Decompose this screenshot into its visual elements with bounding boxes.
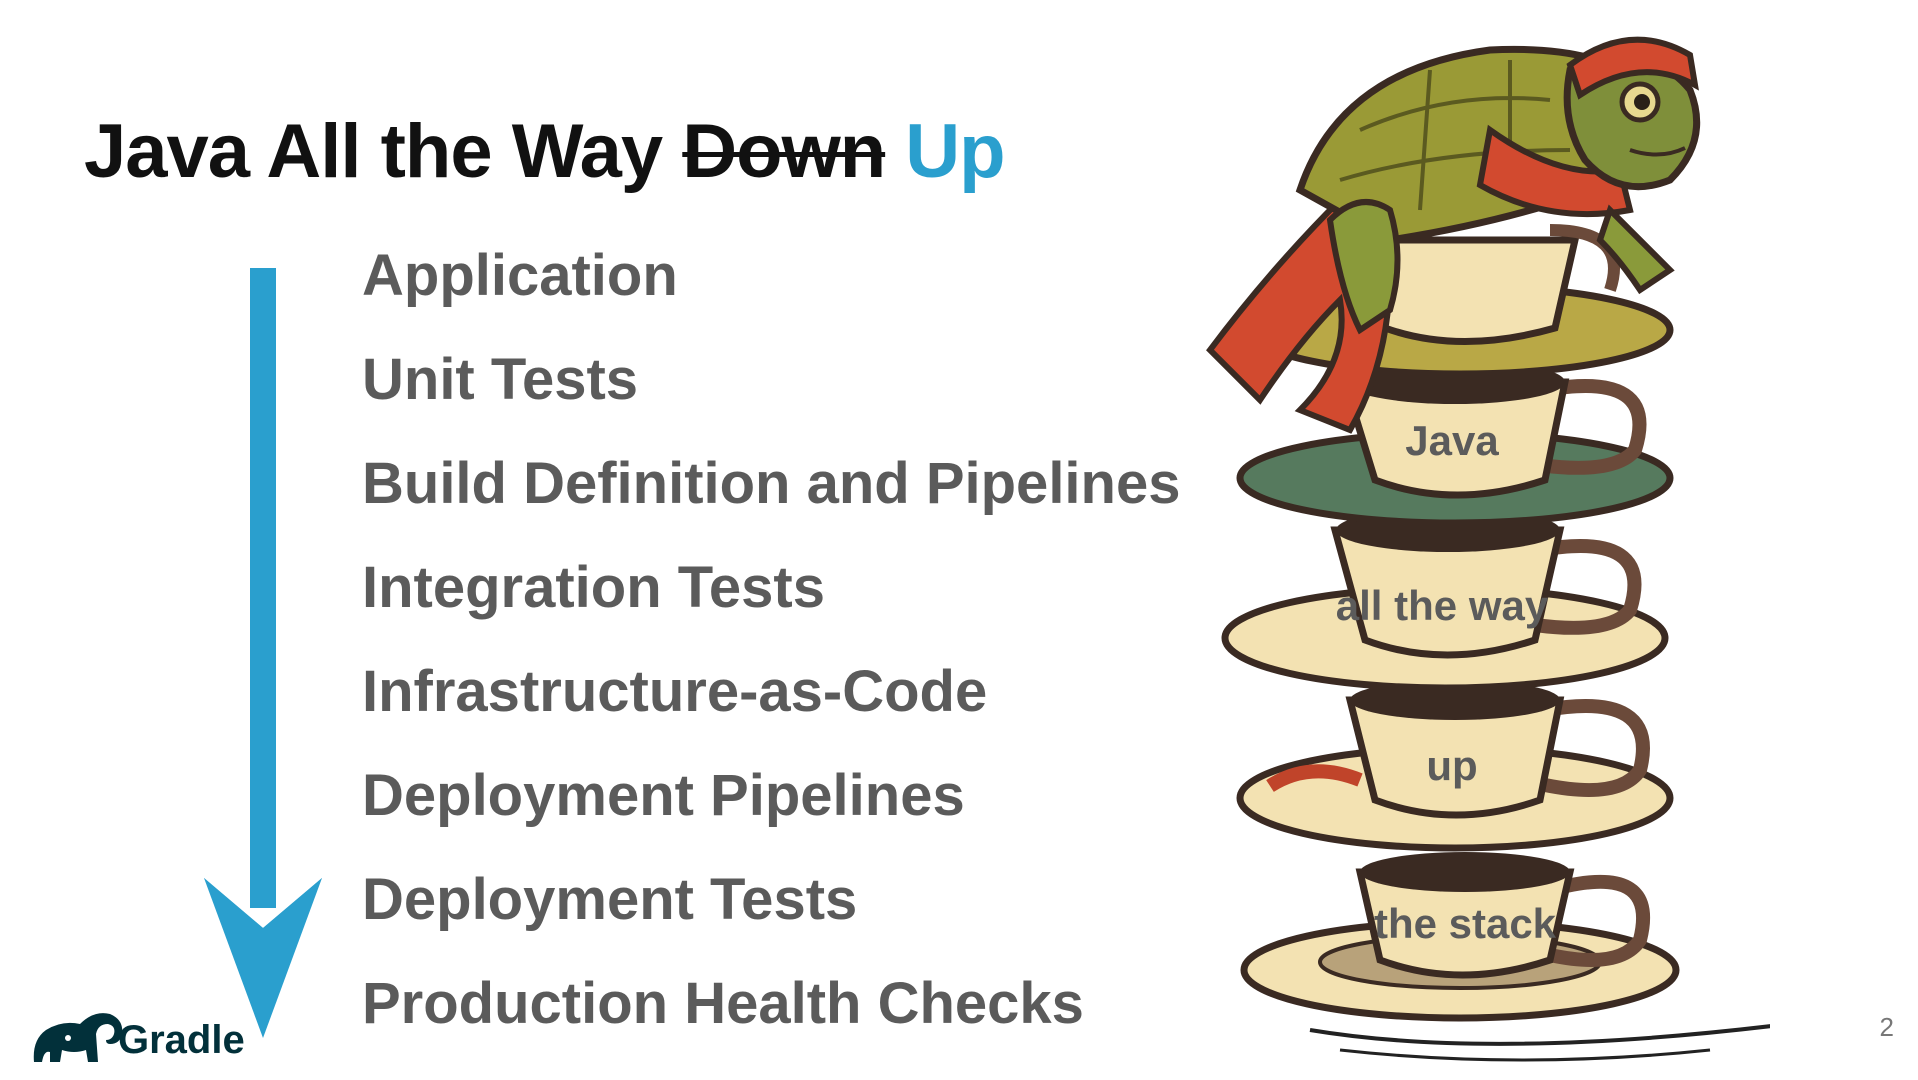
cup-java: Java [1236, 360, 1674, 527]
cup-label: up [1426, 742, 1477, 789]
cup-label: all the way [1336, 582, 1549, 629]
cup-the-stack: the stack [1240, 852, 1680, 1022]
layer-list: Application Unit Tests Build Definition … [362, 240, 1181, 1072]
list-item: Build Definition and Pipelines [362, 451, 1181, 516]
turtle-icon [1206, 36, 1701, 434]
cup-label: the stack [1374, 900, 1557, 947]
list-item: Production Health Checks [362, 971, 1084, 1036]
title-accent-word: Up [905, 109, 1005, 194]
down-arrow-icon [200, 268, 326, 1038]
title-main: Java All the Way [84, 109, 663, 194]
elephant-icon [33, 1013, 123, 1062]
gradle-logo [33, 1013, 123, 1062]
cup-up: up [1236, 680, 1674, 852]
slide-title: Java All the Way Down Up [84, 108, 1006, 195]
cup-label: Java [1405, 417, 1499, 464]
turtle-on-cups-illustration: the stack up all the way Java [1206, 36, 1770, 1062]
gradle-wordmark: Gradle [118, 1018, 245, 1062]
page-number: 2 [1879, 1012, 1894, 1042]
list-item: Deployment Tests [362, 867, 858, 932]
title-struck-word: Down [682, 109, 886, 194]
list-item: Infrastructure-as-Code [362, 659, 988, 724]
list-item: Integration Tests [362, 555, 825, 620]
cup-all-the-way: all the way [1221, 508, 1669, 692]
list-item: Unit Tests [362, 347, 639, 412]
list-item: Application [362, 243, 678, 308]
list-item: Deployment Pipelines [362, 763, 965, 828]
